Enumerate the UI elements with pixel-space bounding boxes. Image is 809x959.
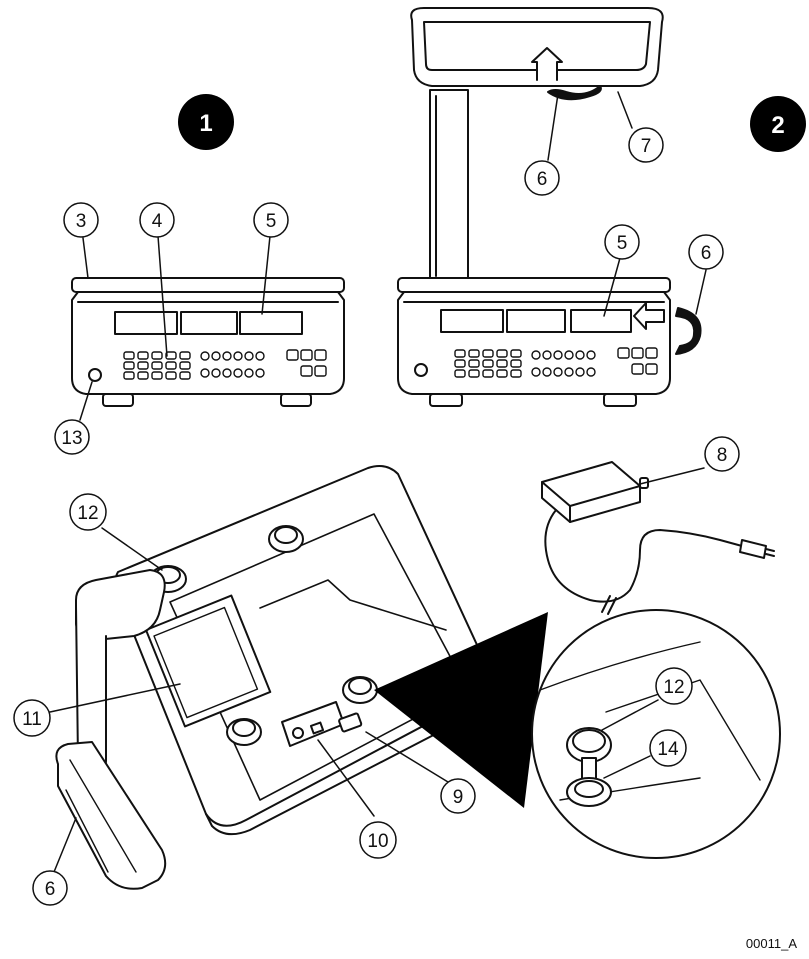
display-window	[180, 311, 238, 335]
svg-text:7: 7	[641, 136, 652, 157]
power-cable	[544, 509, 743, 603]
badge-view-1: 1	[178, 94, 234, 150]
display-window	[506, 309, 566, 333]
svg-text:2: 2	[771, 112, 784, 139]
power-socket	[292, 727, 304, 739]
display-window	[114, 311, 178, 335]
display-window	[570, 309, 632, 333]
ac-adapter	[541, 461, 775, 615]
connector-panel	[281, 701, 345, 747]
rubber-foot	[342, 676, 378, 704]
screw-washer	[566, 777, 612, 807]
keypad	[123, 349, 327, 380]
svg-text:6: 6	[537, 169, 548, 190]
power-button	[88, 368, 102, 382]
customer-display	[410, 7, 664, 87]
scale-front-view-1	[71, 277, 345, 407]
customer-display	[55, 741, 167, 890]
rotate-arrow-icon	[547, 85, 602, 101]
foot	[429, 393, 463, 407]
callout-6-top: 6	[524, 160, 560, 196]
power-plug	[739, 539, 767, 559]
svg-text:13: 13	[61, 428, 82, 449]
foot	[603, 393, 637, 407]
callout-11: 11	[13, 699, 51, 737]
svg-text:10: 10	[367, 831, 388, 852]
callout-6-bottom: 6	[32, 870, 68, 906]
svg-text:4: 4	[152, 211, 163, 232]
callout-4: 4	[139, 202, 175, 238]
weighing-platter	[71, 277, 345, 293]
svg-text:8: 8	[717, 445, 728, 466]
callout-5-right: 5	[604, 224, 640, 260]
display-window	[440, 309, 504, 333]
scale-pole-view-2	[397, 7, 702, 407]
foot-detail-view	[374, 609, 781, 859]
callout-13: 13	[54, 419, 90, 455]
svg-text:12: 12	[77, 503, 98, 524]
display-window	[239, 311, 303, 335]
svg-text:12: 12	[663, 677, 684, 698]
scale-body	[71, 291, 345, 395]
callout-14: 14	[649, 729, 687, 767]
callout-10: 10	[359, 821, 397, 859]
callout-12-detail: 12	[655, 667, 693, 705]
svg-text:6: 6	[701, 243, 712, 264]
rubber-foot	[268, 525, 304, 553]
callout-12-main: 12	[69, 493, 107, 531]
callout-6-side: 6	[688, 234, 724, 270]
svg-text:5: 5	[266, 211, 277, 232]
svg-text:11: 11	[22, 709, 42, 730]
magnifier-wedge	[374, 612, 548, 808]
svg-text:3: 3	[76, 211, 87, 232]
svg-text:14: 14	[657, 739, 679, 760]
data-port	[309, 721, 325, 735]
foot	[102, 393, 134, 407]
rotate-arrow-icon	[675, 307, 702, 355]
callout-9: 9	[440, 778, 476, 814]
svg-text:9: 9	[453, 787, 464, 808]
arrow-up-icon	[531, 47, 563, 81]
badge-view-2: 2	[750, 96, 806, 152]
svg-text:6: 6	[45, 879, 56, 900]
scale-body	[397, 291, 671, 395]
callout-5-left: 5	[253, 202, 289, 238]
screw	[581, 757, 597, 781]
figure-reference-code: 00011_A	[745, 936, 797, 951]
weighing-platter	[397, 277, 671, 293]
leader-lines	[49, 91, 707, 873]
svg-text:1: 1	[199, 110, 212, 137]
callout-7: 7	[628, 127, 664, 163]
callout-3: 3	[63, 202, 99, 238]
usb-port	[338, 712, 363, 733]
callout-8: 8	[704, 436, 740, 472]
foot	[280, 393, 312, 407]
svg-text:5: 5	[617, 233, 628, 254]
keypad	[454, 347, 658, 378]
rubber-foot	[226, 718, 262, 746]
power-button	[414, 363, 428, 377]
arrow-left-icon	[633, 302, 665, 330]
